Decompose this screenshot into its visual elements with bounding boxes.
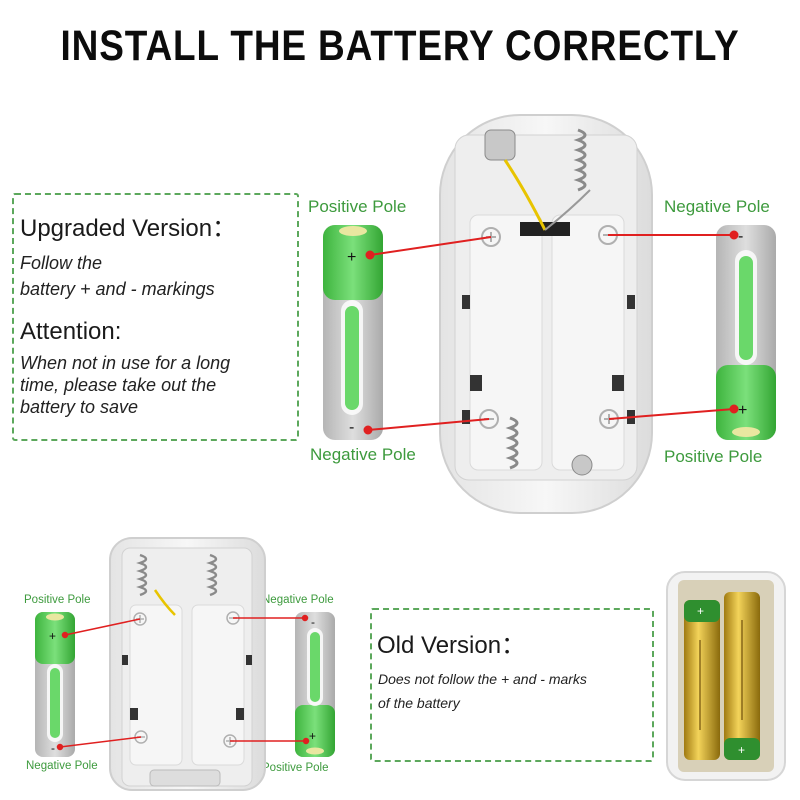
small-battery-holder	[109, 537, 266, 791]
negative-pole-label-small-right: Negative Pole	[262, 594, 334, 606]
upgraded-version-heading: Upgraded Version：	[20, 215, 237, 242]
old-version-line2: of the battery	[378, 695, 460, 711]
negative-pole-label-small-left: Negative Pole	[26, 760, 98, 772]
positive-pole-label-small-left: Positive Pole	[24, 594, 91, 606]
svg-text:+: +	[347, 249, 356, 266]
positive-pole-label-top-left: Positive Pole	[308, 197, 407, 216]
old-version-line1: Does not follow the + and - marks	[378, 671, 587, 687]
svg-text:+: +	[309, 729, 316, 743]
attention-line2: time, please take out the	[20, 375, 217, 395]
upgraded-version-box	[12, 193, 299, 441]
pointer-lines-large	[363, 230, 739, 435]
svg-text:-: -	[738, 228, 743, 245]
attention-line1: When not in use for a long	[20, 353, 231, 373]
page-title: INSTALL THE BATTERY CORRECTLY	[60, 22, 740, 70]
upgraded-instruction-line2: battery + and - markings	[20, 279, 215, 299]
attention-line3: battery to save	[20, 397, 139, 417]
old-version-photo: + +	[666, 571, 786, 781]
pointer-lines-small	[56, 614, 310, 751]
svg-text:-: -	[311, 615, 315, 629]
svg-text:+: +	[697, 604, 704, 618]
old-version-heading: Old Version：	[377, 632, 526, 659]
svg-text:+: +	[738, 743, 745, 757]
large-battery-holder	[439, 114, 653, 514]
attention-heading: Attention:	[20, 318, 122, 345]
positive-pole-label-small-right: Positive Pole	[262, 762, 329, 774]
upgraded-instruction-line1: Follow the	[20, 253, 103, 273]
old-version-box	[370, 608, 654, 762]
svg-text:+: +	[49, 629, 56, 643]
positive-pole-label-bottom-right: Positive Pole	[664, 447, 763, 466]
battery-left-small: + -	[35, 612, 75, 757]
negative-pole-label-bottom-left: Negative Pole	[310, 445, 416, 464]
battery-right-small: - +	[295, 612, 335, 757]
svg-text:-: -	[51, 741, 55, 755]
battery-right-large: - +	[716, 225, 776, 440]
battery-left-large: + -	[323, 225, 383, 440]
negative-pole-label-top-right: Negative Pole	[664, 197, 770, 216]
svg-text:-: -	[349, 419, 354, 436]
svg-text:+: +	[738, 402, 747, 419]
